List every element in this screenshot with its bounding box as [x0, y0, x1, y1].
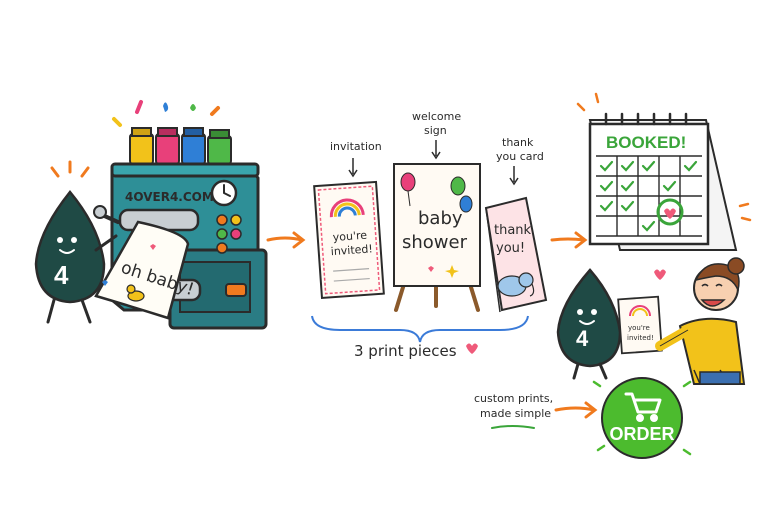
ink-bottles — [129, 127, 232, 165]
printing-machine: 4OVER4.COM oh baby! — [93, 100, 268, 330]
customer-card-line1: you're — [628, 324, 650, 332]
mascot-drop-right: 4 — [556, 268, 622, 380]
calendar-heading: BOOKED! — [606, 133, 686, 152]
calendar-checkmarks — [599, 160, 698, 232]
invitation-label: invitation — [330, 140, 382, 153]
welcome-label-line1: welcome — [412, 110, 461, 123]
thank-you-card: thank you! — [484, 196, 548, 313]
arrow-to-calendar-icon — [550, 231, 588, 249]
thankyou-text-line2: you! — [496, 241, 525, 256]
machine-buttons — [216, 214, 242, 254]
thankyou-label-line2: you card — [496, 150, 544, 163]
calendar-rings — [604, 112, 688, 126]
invitation-text-line1: you're — [332, 229, 367, 244]
thankyou-text-line1: thank — [494, 223, 532, 238]
heart-icon — [466, 343, 478, 354]
tagline-line1: custom prints, — [474, 392, 553, 405]
print-pieces-caption: 3 print pieces — [354, 342, 457, 360]
order-button[interactable]: ORDER — [592, 377, 692, 459]
tagline: custom prints, made simple — [474, 392, 598, 429]
welcome-sign-text-line2: shower — [402, 232, 468, 253]
invitation-card: you're invited! — [313, 180, 385, 300]
tagline-line2: made simple — [480, 407, 551, 420]
thankyou-label-line1: thank — [502, 136, 534, 149]
mascot-number-right: 4 — [576, 326, 589, 351]
order-button-label: ORDER — [609, 424, 674, 444]
mascot-number: 4 — [54, 260, 69, 290]
happy-customer — [654, 257, 746, 385]
mascot-drop-left: 4 — [34, 160, 118, 324]
booked-calendar: BOOKED! — [576, 92, 752, 251]
welcome-label-line2: sign — [424, 124, 447, 137]
cart-icon — [624, 392, 662, 422]
welcome-sign: baby shower — [393, 163, 481, 312]
booked-heart-icon — [664, 208, 676, 219]
welcome-sign-text-line1: baby — [418, 208, 463, 229]
elephant-icon — [497, 272, 535, 297]
arrow-to-order-icon — [554, 401, 598, 419]
arrow-to-pieces-icon — [266, 231, 306, 249]
invitation-text-line2: invited! — [330, 242, 373, 258]
customer-invite-card: you're invited! — [617, 295, 663, 355]
ink-splash-marks — [112, 100, 220, 127]
customer-card-line2: invited! — [627, 334, 654, 342]
print-pieces-group: invitation you're invited! welcome sign … — [311, 110, 548, 360]
floating-heart-icon — [654, 269, 666, 280]
duck-icon — [126, 284, 145, 302]
machine-brand-label: 4OVER4.COM — [125, 190, 214, 204]
